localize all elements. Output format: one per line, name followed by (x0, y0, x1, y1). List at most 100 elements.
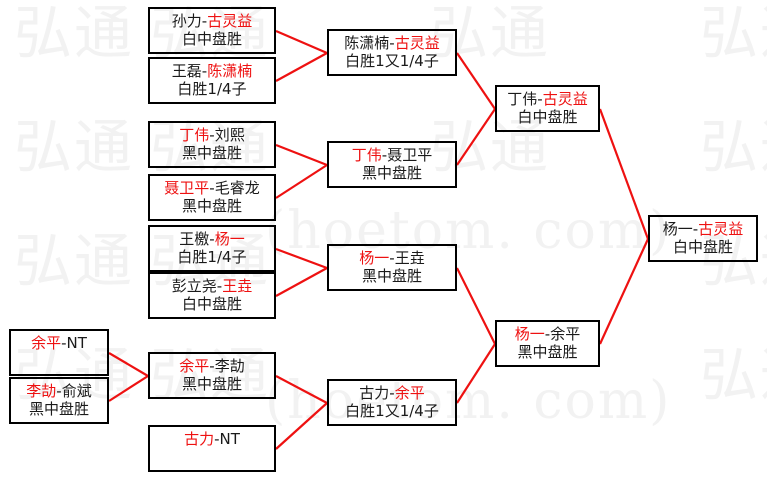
match-box-r1m2[interactable]: 王磊-陈潇楠白胜1/4子 (148, 57, 276, 104)
player-right: 刘熙 (214, 125, 245, 144)
match-result: 白中盘胜 (517, 107, 578, 126)
match-box-r3m2[interactable]: 杨一-余平黑中盘胜 (495, 320, 600, 367)
player-left: 李劼 (26, 381, 57, 400)
watermark-text: (hoetom. com) (265, 201, 672, 261)
match-pairing: 王檄-杨一 (179, 229, 245, 249)
watermark-text: 弘通 (14, 227, 135, 295)
match-box-r2m3[interactable]: 杨一-王垚黑中盘胜 (327, 244, 457, 291)
player-right: 毛睿龙 (214, 178, 260, 197)
watermark-text: 弘通 (700, 0, 767, 67)
versus-dash: - (381, 145, 388, 164)
player-left: 孙力 (171, 11, 202, 30)
connector-r2m5-to-r2m4 (275, 375, 328, 404)
versus-dash: - (544, 324, 551, 343)
connector-r1m4-to-r2m2 (275, 164, 328, 199)
match-result: 白胜1又1/4子 (345, 51, 439, 70)
match-result: 白中盘胜 (181, 294, 242, 313)
match-box-r2m1[interactable]: 陈潇楠-古灵益白胜1又1/4子 (327, 29, 457, 76)
player-right: 余平 (394, 383, 425, 402)
versus-dash: - (201, 11, 208, 30)
match-result: 白中盘胜 (181, 29, 242, 48)
connector-r3m2-to-fm1 (598, 238, 650, 345)
match-pairing: 丁伟-刘熙 (179, 125, 245, 145)
connector-r2m2-to-r3m1 (456, 108, 496, 166)
match-box-r1m7[interactable]: 余平-NT (9, 329, 109, 376)
match-pairing: 李劼-俞斌 (26, 381, 91, 401)
versus-dash: - (389, 248, 395, 267)
watermark-text: 弘通 (700, 113, 767, 181)
connector-r1m1-to-r2m1 (275, 29, 328, 55)
connector-r1m2-to-r2m1 (275, 52, 328, 82)
match-box-r1m9[interactable]: 古力-NT (148, 425, 276, 472)
versus-dash: - (537, 89, 543, 108)
player-left: 丁伟 (179, 125, 210, 144)
connector-r1m8-to-r2m5 (108, 375, 149, 402)
player-left: 余平 (31, 333, 62, 352)
player-right: 古灵益 (698, 219, 744, 238)
versus-dash: - (389, 33, 395, 52)
player-right: 王垚 (222, 276, 253, 295)
connector-r3m1-to-fm1 (598, 108, 650, 240)
match-pairing: 丁伟-古灵益 (507, 89, 587, 109)
match-box-r2m5[interactable]: 余平-李劼黑中盘胜 (148, 352, 276, 399)
match-result: 黑中盘胜 (517, 342, 578, 361)
connector-r1m9-to-r2m4 (275, 402, 328, 450)
versus-dash: - (56, 381, 62, 400)
match-pairing: 余平-NT (31, 333, 87, 353)
match-result: 黑中盘胜 (181, 196, 242, 215)
player-left: 古力 (184, 429, 215, 448)
versus-dash: - (692, 219, 699, 238)
player-right: 杨一 (214, 229, 245, 248)
match-box-r1m3[interactable]: 丁伟-刘熙黑中盘胜 (148, 121, 276, 168)
match-result: 黑中盘胜 (28, 399, 89, 418)
match-box-r2m2[interactable]: 丁伟-聂卫平黑中盘胜 (327, 141, 457, 188)
player-left: 彭立尧 (171, 276, 217, 295)
player-right: NT (66, 333, 87, 352)
versus-dash: - (61, 333, 67, 352)
player-right: 古灵益 (394, 33, 440, 52)
player-right: 聂卫平 (387, 145, 433, 164)
player-left: 王磊 (171, 61, 202, 80)
match-box-r1m8[interactable]: 李劼-俞斌黑中盘胜 (9, 377, 109, 424)
match-result: 黑中盘胜 (361, 266, 422, 285)
connector-r2m4-to-r3m2 (456, 343, 496, 404)
match-pairing: 古力-余平 (359, 383, 425, 403)
match-pairing: 丁伟-聂卫平 (352, 145, 433, 165)
match-result: 白胜1/4子 (177, 247, 247, 266)
player-left: 杨一 (662, 219, 693, 238)
match-pairing: 彭立尧-王垚 (171, 276, 253, 296)
match-box-fm1[interactable]: 杨一-古灵益白中盘胜 (648, 215, 758, 262)
match-result: 黑中盘胜 (361, 163, 422, 182)
match-box-r1m4[interactable]: 聂卫平-毛睿龙黑中盘胜 (148, 174, 276, 221)
match-result: 白胜1又1/4子 (345, 401, 439, 420)
player-left: 杨一 (514, 324, 545, 343)
watermark-text: (hoetom. com) (265, 371, 672, 431)
match-pairing: 杨一-王垚 (359, 248, 425, 268)
match-result: 白胜1/4子 (177, 79, 247, 98)
watermark-text: 弘通 (700, 341, 767, 409)
versus-dash: - (214, 429, 220, 448)
match-box-r3m1[interactable]: 丁伟-古灵益白中盘胜 (495, 85, 600, 132)
versus-dash: - (216, 276, 223, 295)
player-right: 陈潇楠 (207, 61, 253, 80)
player-left: 王檄 (179, 229, 210, 248)
player-right: NT (219, 429, 240, 448)
match-result: 黑中盘胜 (181, 374, 242, 393)
versus-dash: - (389, 383, 395, 402)
match-result: 白中盘胜 (672, 237, 733, 256)
match-box-r1m6[interactable]: 彭立尧-王垚白中盘胜 (148, 272, 276, 319)
connector-r1m3-to-r2m2 (275, 143, 328, 167)
match-pairing: 杨一-古灵益 (662, 219, 744, 239)
versus-dash: - (209, 229, 215, 248)
connector-r2m1-to-r3m1 (456, 52, 496, 110)
match-box-r1m5[interactable]: 王檄-杨一白胜1/4子 (148, 225, 276, 272)
match-pairing: 古力-NT (184, 429, 240, 449)
player-right: 余平 (550, 324, 581, 343)
player-right: 王垚 (394, 248, 425, 267)
connector-r1m5-to-r2m3 (275, 247, 328, 270)
player-left: 陈潇楠 (344, 33, 390, 52)
match-pairing: 聂卫平-毛睿龙 (164, 178, 260, 198)
match-box-r1m1[interactable]: 孙力-古灵益白中盘胜 (148, 7, 276, 54)
player-left: 丁伟 (507, 89, 538, 108)
match-box-r2m4[interactable]: 古力-余平白胜1又1/4子 (327, 379, 457, 426)
